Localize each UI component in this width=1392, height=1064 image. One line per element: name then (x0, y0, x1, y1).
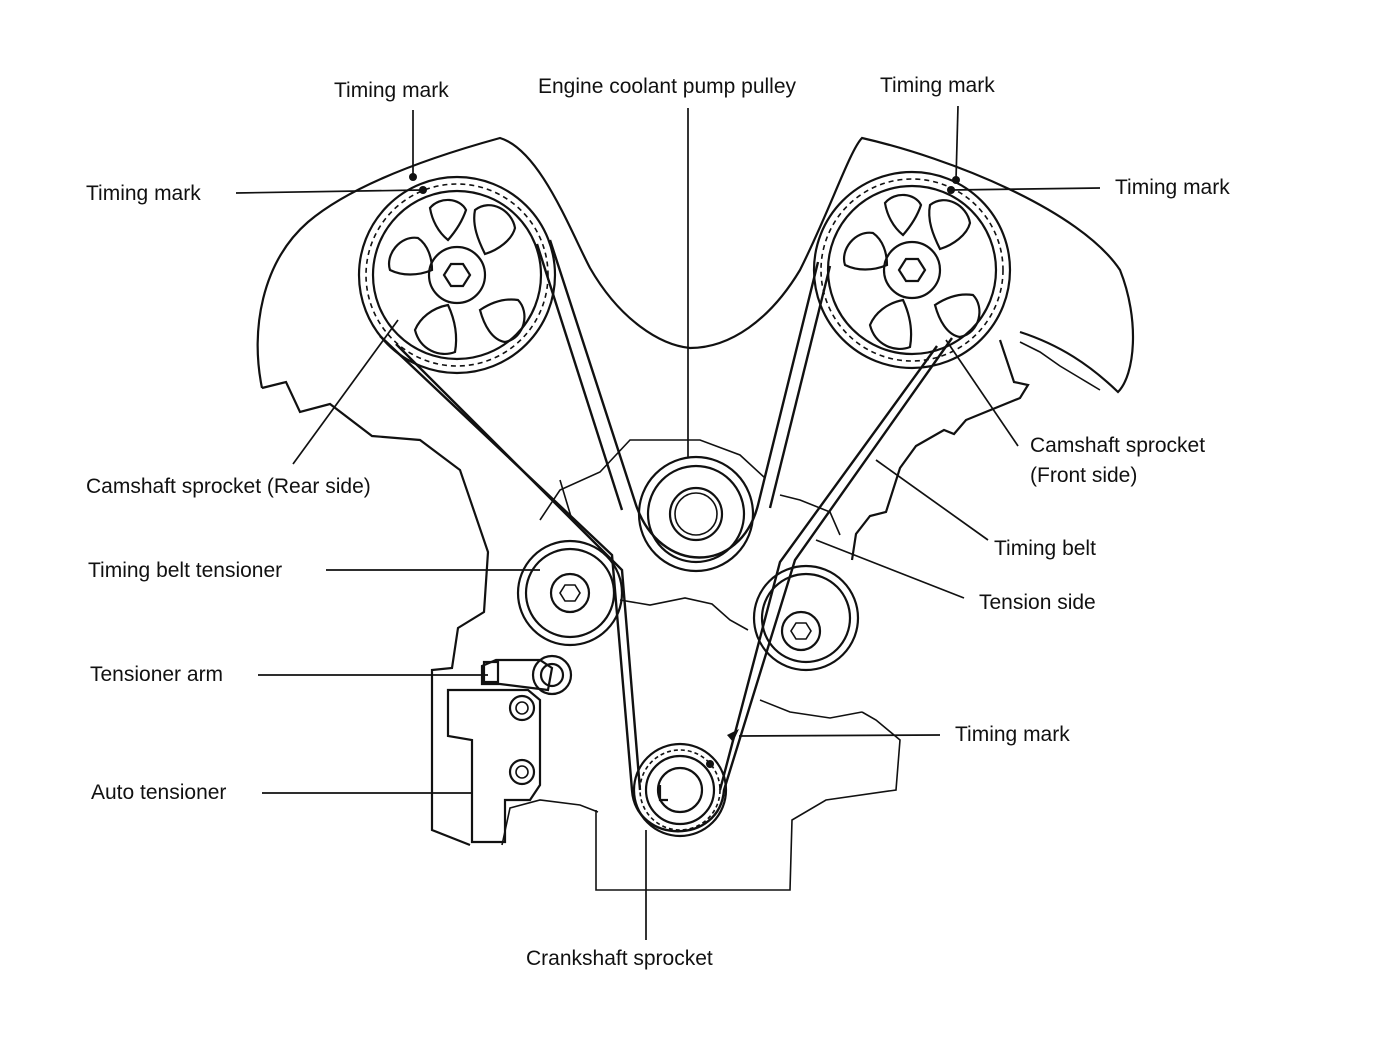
label-engine-coolant-pump-pulley: Engine coolant pump pulley (538, 75, 797, 98)
coolant-pump-pulley (637, 455, 755, 573)
timing-mark-dots (409, 173, 960, 768)
label-crankshaft-sprocket: Crankshaft sprocket (526, 947, 713, 970)
camshaft-sprocket-rear (357, 175, 557, 375)
camshaft-sprocket-front (812, 170, 1012, 370)
label-camshaft-sprocket-rear: Camshaft sprocket (Rear side) (86, 475, 371, 498)
label-tension-side: Tension side (979, 591, 1096, 614)
leader-lines (235, 105, 1101, 940)
idler-pulley (752, 564, 860, 672)
label-timing-mark-top-left: Timing mark (334, 79, 449, 102)
tensioner-arm-assembly (446, 654, 573, 844)
crankshaft-sprocket (632, 742, 728, 838)
label-timing-belt-tensioner: Timing belt tensioner (88, 559, 283, 582)
label-timing-mark-left: Timing mark (86, 182, 201, 205)
label-timing-mark-top-right: Timing mark (880, 74, 995, 97)
label-tensioner-arm: Tensioner arm (90, 663, 224, 686)
label-auto-tensioner: Auto tensioner (91, 781, 227, 804)
timing-belt (379, 239, 953, 833)
label-timing-belt: Timing belt (994, 537, 1096, 560)
engine-block-outline (256, 136, 1135, 891)
label-timing-mark-crank: Timing mark (955, 723, 1070, 746)
label-timing-mark-right: Timing mark (1115, 176, 1230, 199)
label-camshaft-sprocket-front-line1: Camshaft sprocket (1030, 434, 1206, 457)
timing-belt-tensioner-pulley (516, 539, 624, 647)
label-camshaft-sprocket-front-line2: (Front side) (1030, 464, 1138, 487)
